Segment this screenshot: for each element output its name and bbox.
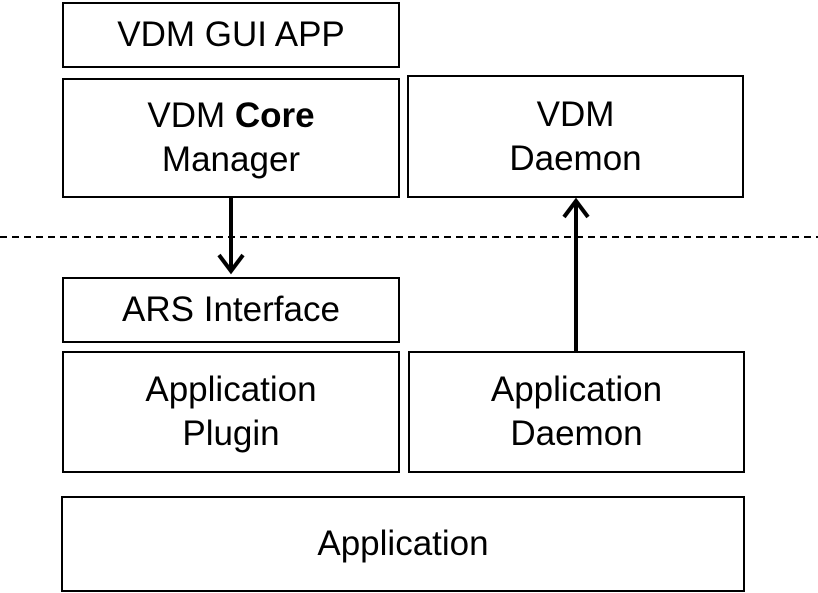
application-plugin-line1: Application (145, 370, 317, 409)
vdm-core-manager-bold: Core (234, 96, 315, 135)
arrow-appdaemon-to-vdmdaemon (562, 197, 590, 351)
application-daemon-box: Application Daemon (408, 351, 745, 473)
vdm-core-manager-prefix: VDM (147, 96, 235, 135)
application-daemon-line1: Application (490, 370, 663, 409)
vdm-core-manager-line1: VDM Core (147, 94, 314, 138)
vdm-core-manager-line2: Manager (161, 140, 301, 179)
vdm-daemon-box: VDM Daemon (407, 75, 744, 198)
ars-interface-box: ARS Interface (62, 277, 400, 343)
application-plugin-line2: Plugin (182, 414, 280, 453)
vdm-core-manager-box: VDM Core Manager (62, 78, 400, 198)
ars-interface-label: ARS Interface (122, 290, 340, 329)
arrow-core-to-ars (217, 198, 245, 275)
vdm-daemon-line2: Daemon (509, 138, 642, 178)
application-daemon-line2: Daemon (510, 414, 643, 453)
application-box: Application (61, 496, 745, 592)
application-label: Application (317, 524, 489, 563)
application-plugin-box: Application Plugin (62, 351, 400, 473)
vdm-gui-app-box: VDM GUI APP (62, 2, 400, 68)
vdm-daemon-line1: VDM (536, 94, 615, 134)
vdm-gui-app-label: VDM GUI APP (117, 15, 345, 54)
